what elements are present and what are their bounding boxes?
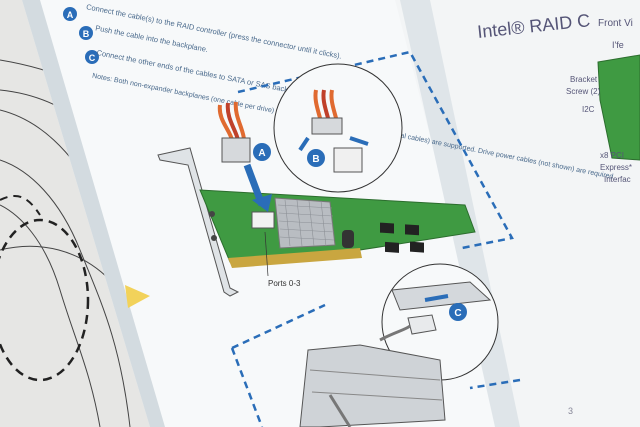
right-panel: Intel® RAID C Front Vi I'fe Bracket Scre… bbox=[476, 10, 640, 416]
backplane-drawing bbox=[299, 344, 446, 427]
detail-circle-c: C bbox=[379, 263, 499, 381]
right-label-i2c: I2C bbox=[582, 105, 595, 114]
callout-b-label: B bbox=[312, 154, 319, 165]
callout-c-label: C bbox=[454, 308, 461, 319]
step-markers: A B C bbox=[63, 7, 99, 64]
right-label-express: Express* bbox=[600, 163, 632, 172]
right-label-interface: Interfac bbox=[604, 175, 631, 184]
step-marker-a: A bbox=[67, 10, 74, 20]
page-number: 3 bbox=[568, 406, 573, 416]
right-top-label: I'fe bbox=[612, 40, 624, 50]
cable-connector-a: A bbox=[217, 101, 272, 212]
right-label-x8: x8 PCI bbox=[600, 151, 624, 160]
ports-label: Ports 0-3 bbox=[268, 279, 301, 288]
detail-circle-b: B bbox=[273, 63, 403, 193]
step-marker-c: C bbox=[89, 53, 96, 63]
right-label-screw: Screw (2) bbox=[566, 87, 601, 96]
callout-a-label: A bbox=[258, 148, 265, 159]
right-front-label: Front Vi bbox=[598, 18, 633, 29]
right-label-bracket: Bracket bbox=[570, 75, 598, 84]
ports-leader-line bbox=[264, 231, 269, 277]
yellow-marker bbox=[125, 285, 150, 308]
step-marker-b: B bbox=[83, 29, 90, 39]
